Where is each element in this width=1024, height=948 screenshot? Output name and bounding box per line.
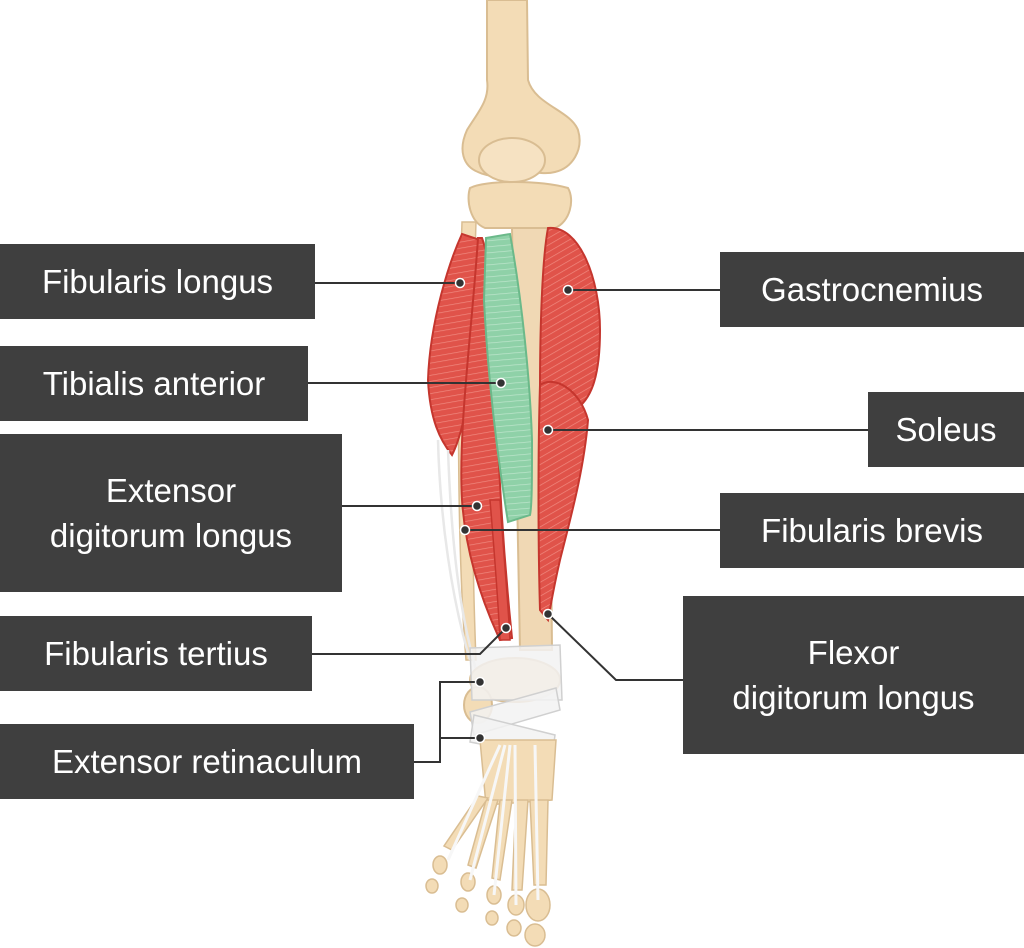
- anchor-dot: [562, 284, 574, 296]
- label-text: Extensor retinaculum: [52, 743, 362, 780]
- label-fibularis-tertius: Fibularis tertius: [0, 616, 312, 691]
- fibularis-tertius-muscle: [489, 499, 511, 641]
- anchor-dot: [500, 622, 512, 634]
- anchor-dot: [459, 524, 471, 536]
- label-text-line-2: digitorum longus: [732, 679, 975, 716]
- label-text-line-1: Flexor: [807, 634, 900, 671]
- leader-lines: [308, 282, 868, 763]
- anchor-dot: [454, 277, 466, 289]
- label-extensor-retinaculum: Extensor retinaculum: [0, 724, 414, 799]
- label-text-line-1: Extensor: [105, 472, 237, 509]
- patella-bone: [478, 137, 546, 183]
- label-text: Fibularis tertius: [44, 635, 268, 672]
- label-tibialis-anterior: Tibialis anterior: [0, 346, 308, 421]
- anchor-dot: [495, 377, 507, 389]
- anchor-dot: [474, 676, 486, 688]
- foot-tendons: [446, 744, 540, 906]
- soleus-muscle: [537, 380, 590, 623]
- label-fibularis-brevis: Fibularis brevis: [720, 493, 1024, 568]
- anchor-dot: [474, 732, 486, 744]
- label-text: Gastrocnemius: [761, 271, 983, 308]
- label-fibularis-longus: Fibularis longus: [0, 244, 315, 319]
- anchor-dot: [542, 424, 554, 436]
- label-flexor-digitorum-longus: Flexor digitorum longus: [683, 596, 1024, 754]
- tibialis-anterior-muscle: [482, 232, 534, 524]
- label-text-line-2: digitorum longus: [49, 517, 293, 554]
- label-text: Tibialis anterior: [42, 365, 266, 402]
- label-text: Fibularis longus: [41, 263, 274, 300]
- label-extensor-digitorum-longus: Extensor digitorum longus: [0, 434, 342, 592]
- leader-fibularis-tertius: [312, 627, 507, 655]
- label-gastrocnemius: Gastrocnemius: [720, 252, 1024, 327]
- leader-extensor-retinaculum-upper: [414, 681, 480, 763]
- femur-bone: [461, 0, 581, 183]
- leader-flexor-digitorum-longus: [547, 613, 683, 681]
- anchor-dot: [471, 500, 483, 512]
- label-text: Soleus: [895, 411, 997, 448]
- label-text: Fibularis brevis: [761, 512, 983, 549]
- label-soleus: Soleus: [868, 392, 1024, 467]
- anchor-dots: [454, 277, 574, 744]
- anchor-dot: [542, 608, 554, 620]
- tibia-head: [467, 181, 573, 229]
